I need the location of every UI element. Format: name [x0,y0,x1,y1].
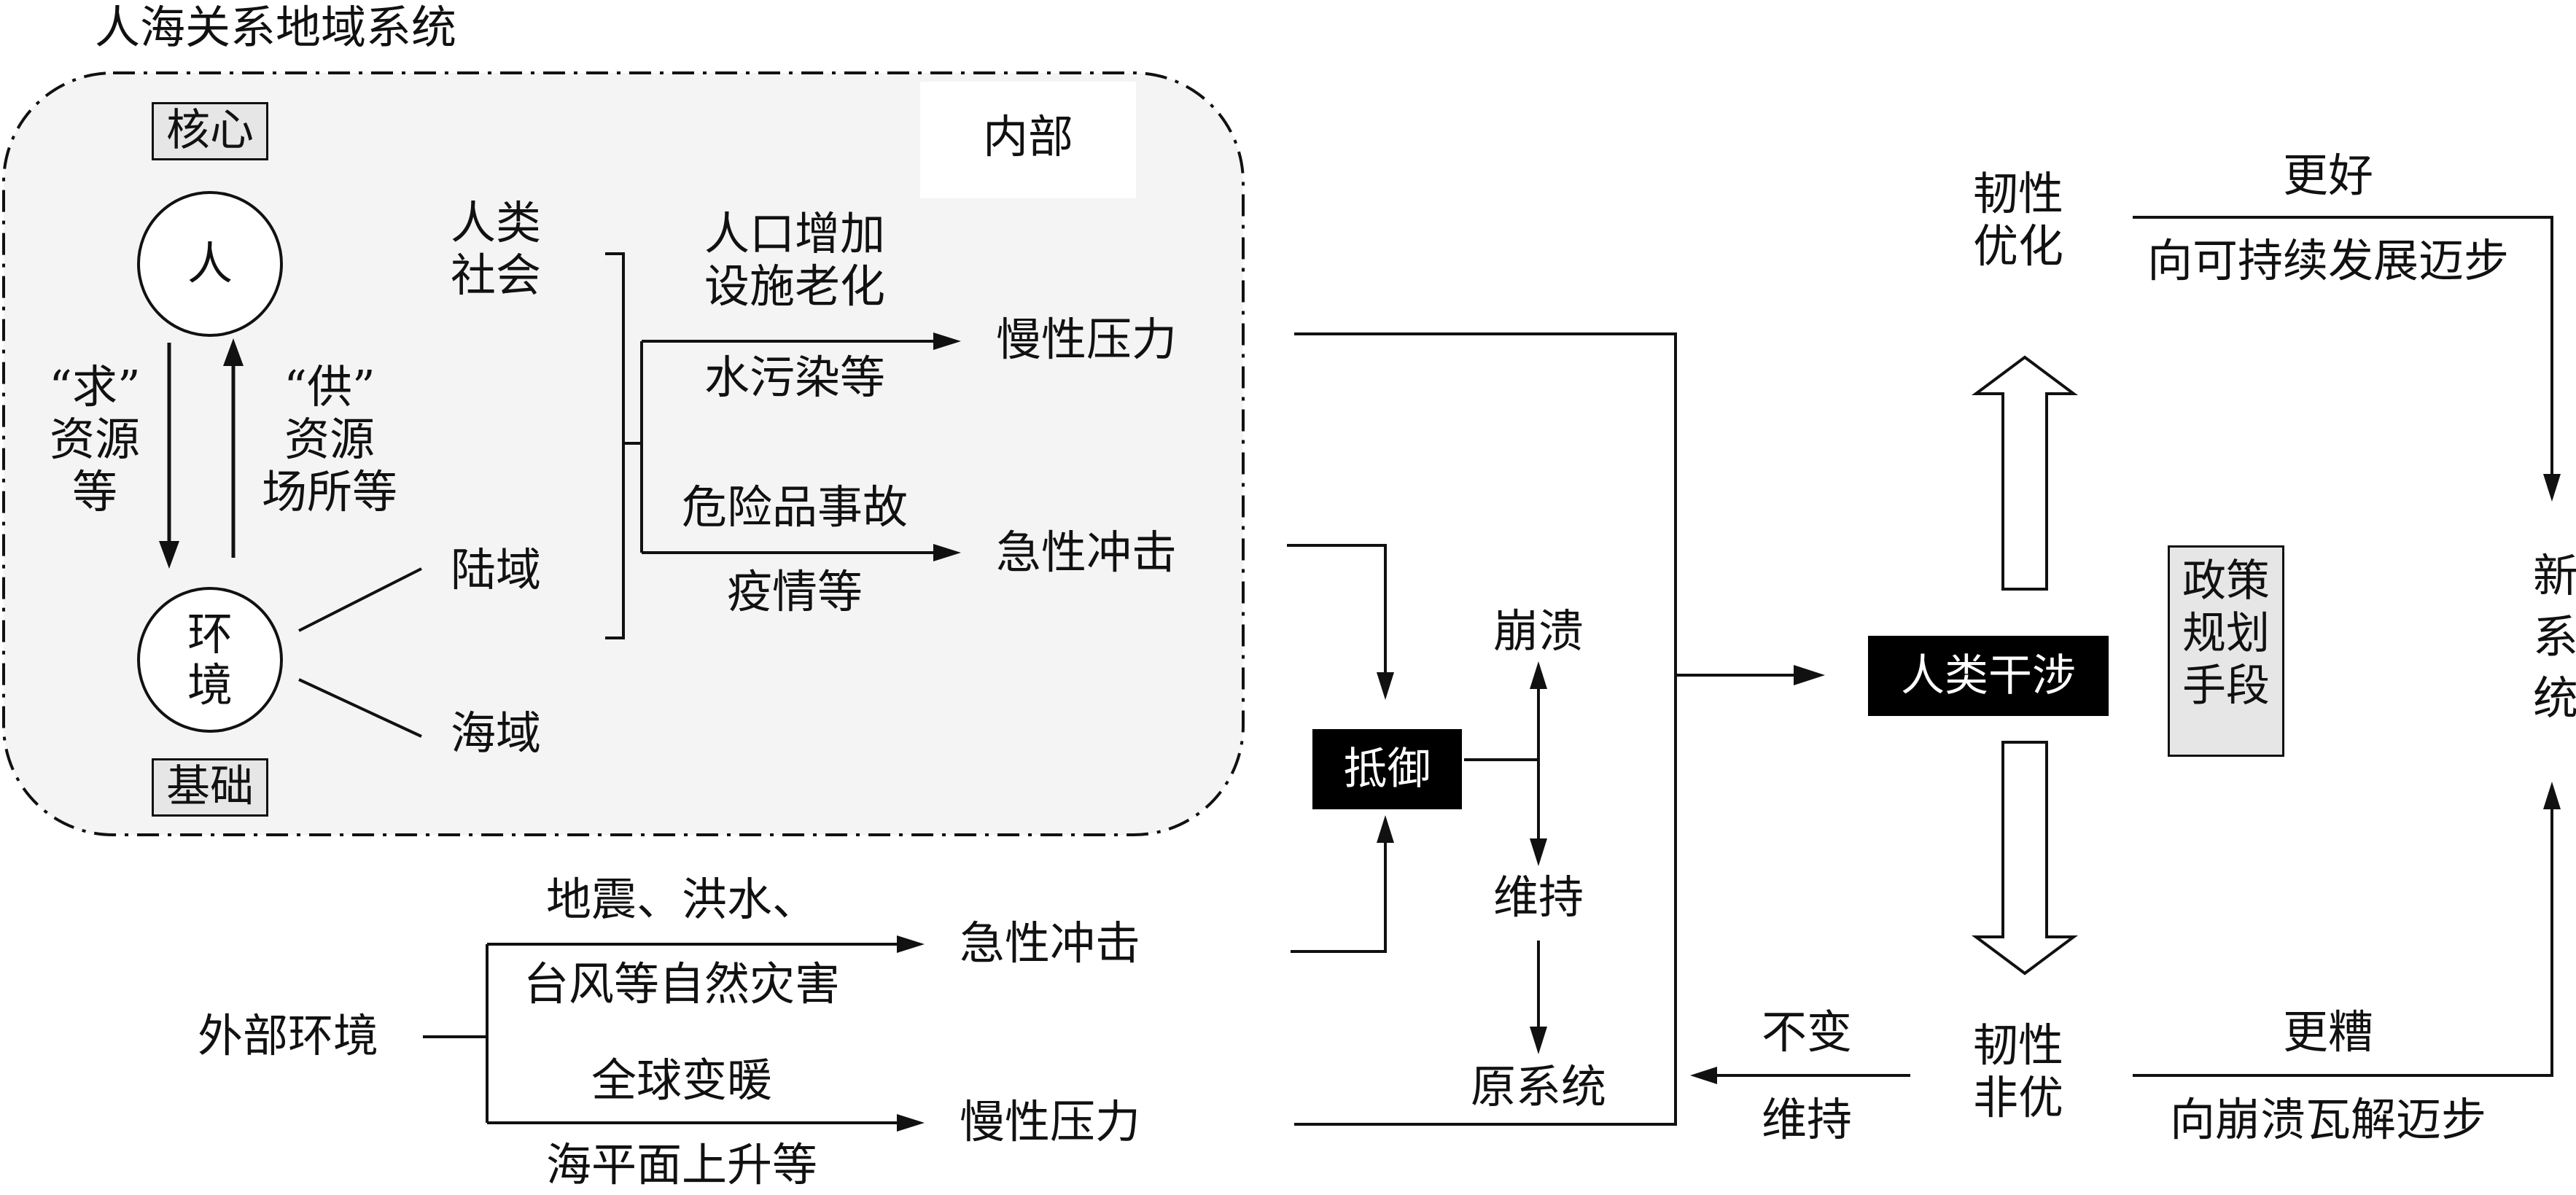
external-label: 外部环境 [197,1009,379,1062]
resilience-not-optimized-label: 韧性 非优 [1972,1019,2064,1124]
base-label: 基础 [152,758,268,817]
policy-box: 政策 规划 手段 [2168,545,2284,757]
external-acute-causes-bottom: 台风等自然灾害 [523,957,841,1011]
original-system-label: 原系统 [1470,1060,1607,1113]
worse-path [2133,782,2561,1077]
human-society-label: 人类 社会 [450,196,542,302]
inner-bracket [605,252,643,639]
maintain-bottom-label: 维持 [1761,1093,1853,1146]
toward-sustainable-label: 向可持续发展迈步 [2147,234,2510,287]
supply-text: “供” 资源 场所等 [261,360,398,518]
toward-collapse-label: 向崩溃瓦解迈步 [2169,1093,2487,1146]
resist-box: 抵御 [1312,729,1462,809]
maintain-label: 维持 [1493,871,1584,924]
inner-acute-arrow [642,544,961,561]
external-chronic-arrow [487,1114,925,1132]
resilience-optimized-label: 韧性 优化 [1972,167,2064,273]
land-label: 陆域 [450,543,542,596]
inner-chronic-label: 慢性压力 [995,313,1178,366]
inner-chronic-causes-bottom: 水污染等 [704,351,886,404]
external-chronic-causes-top: 全球变暖 [591,1054,773,1107]
better-label: 更好 [2282,149,2374,202]
inner-acute-to-resist [1287,544,1394,700]
unchanged-arrow [1690,1067,1910,1084]
core-label: 核心 [152,102,268,160]
external-chronic-label: 慢性压力 [959,1095,1141,1148]
pressure-collector [1294,332,1825,1126]
inner-chronic-causes-top: 人口增加 设施老化 [704,207,886,313]
external-acute-label: 急性冲击 [959,916,1141,970]
environment-circle: 环 境 [137,587,283,733]
env-sea-line [298,678,422,738]
external-acute-arrow [487,935,925,953]
unchanged-label: 不变 [1761,1005,1853,1059]
inner-acute-causes-bottom: 疫情等 [726,565,863,618]
resist-branch [1464,661,1547,1054]
sea-label: 海域 [450,707,542,760]
worse-label: 更糟 [2282,1005,2374,1059]
inner-acute-causes-top: 危险品事故 [681,480,908,534]
demand-arrow [159,343,179,569]
inner-label-patch [920,82,1136,198]
human-intervention-box: 人类干涉 [1868,636,2109,716]
external-acute-to-resist [1291,815,1394,953]
hollow-arrow-optimize [1971,355,2079,591]
hollow-arrow-degrade [1971,741,2079,976]
external-acute-causes-top: 地震、洪水、 [545,873,818,926]
collapse-label: 崩溃 [1493,604,1584,658]
human-circle: 人 [137,191,283,337]
external-chronic-causes-bottom: 海平面上升等 [545,1138,818,1191]
inner-label: 内部 [982,110,1074,163]
env-land-line [298,567,422,632]
external-bracket [423,944,489,1123]
demand-text: “求” 资源 等 [49,360,141,518]
system-title: 人海关系地域系统 [95,1,457,54]
inner-chronic-arrow [642,332,961,350]
new-system-label: 新 系 统 [2532,549,2576,725]
better-path [2133,216,2561,502]
supply-arrow [223,338,244,558]
inner-acute-label: 急性冲击 [995,526,1178,579]
